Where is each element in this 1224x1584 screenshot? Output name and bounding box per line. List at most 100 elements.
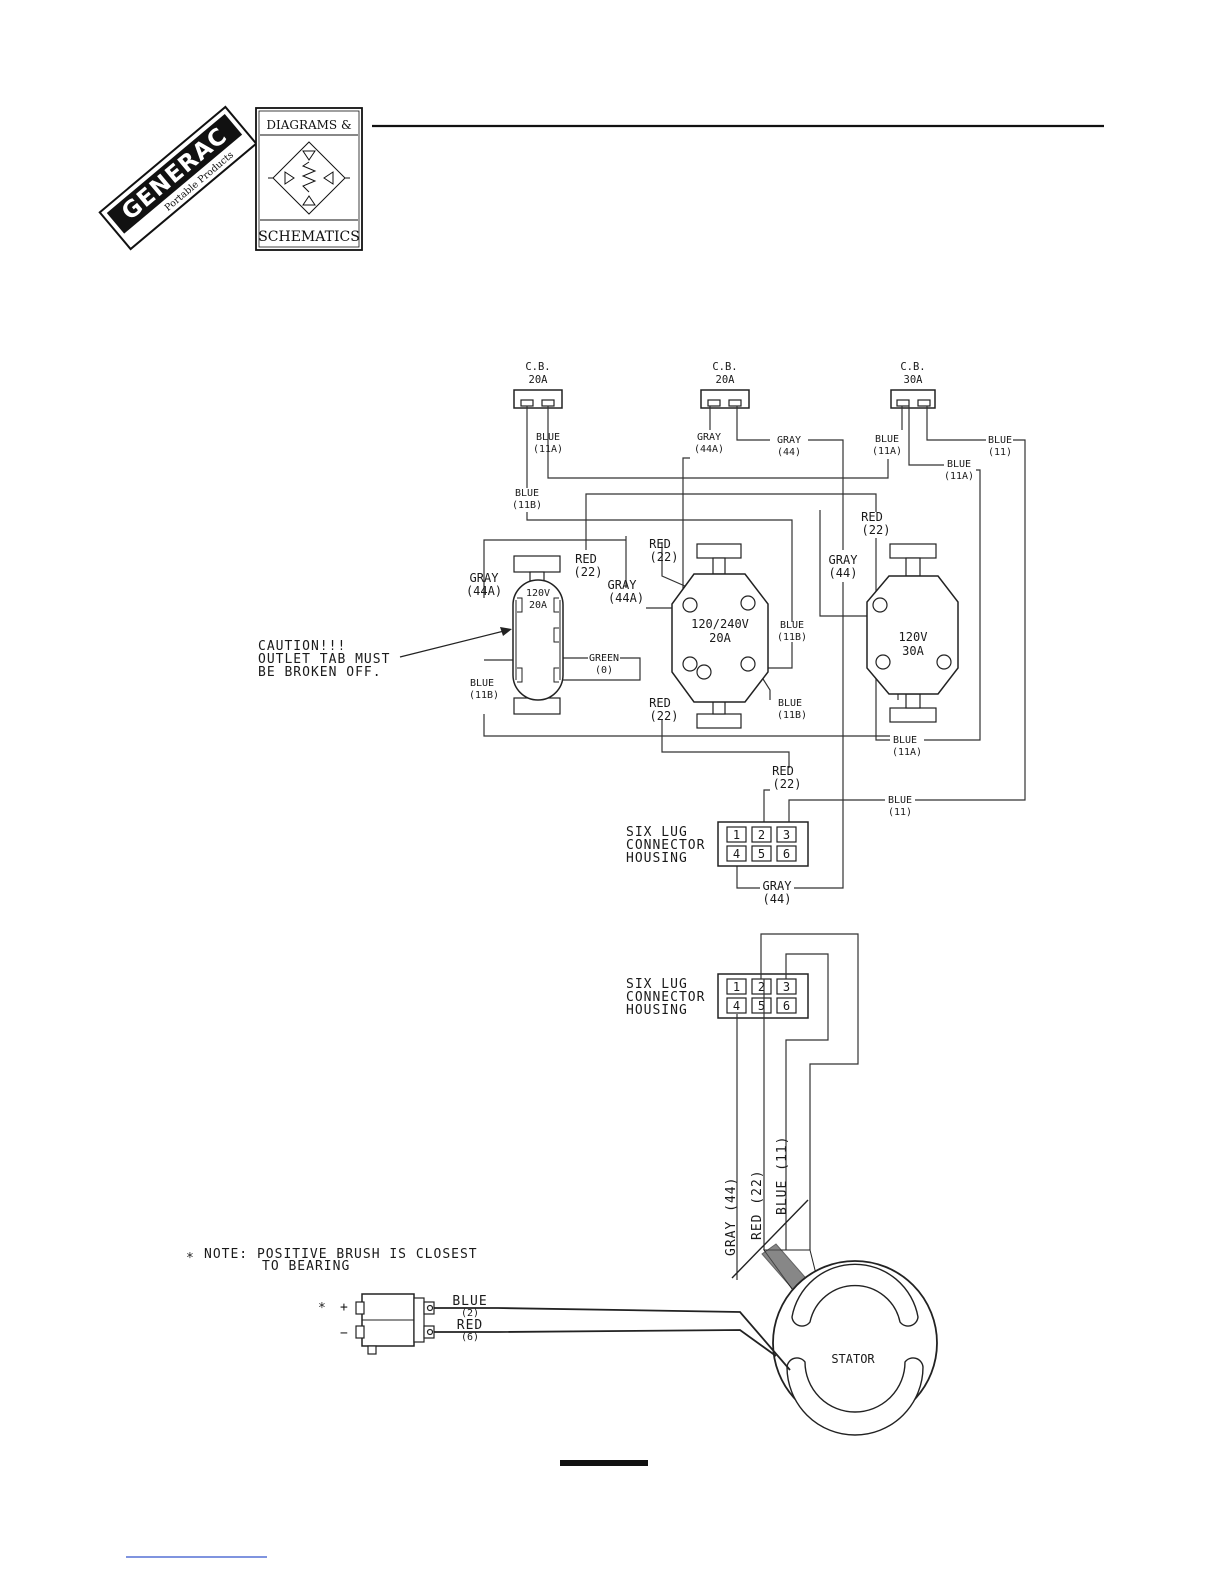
label-gray-44a-cb2-id: (44A)	[694, 444, 724, 455]
label-green-0-color: GREEN	[589, 653, 619, 664]
cb3-rating: 30A	[904, 374, 924, 386]
six-lug-connector-top: SIX LUG CONNECTOR HOUSING 1 2 3 4 5 6	[626, 821, 809, 867]
brush-plus: +	[340, 1300, 349, 1315]
twist-240-voltage: 120/240V	[691, 617, 749, 631]
bridge-rectifier-icon	[268, 141, 350, 215]
stator-label: STATOR	[831, 1352, 875, 1366]
label-blue-11a-b-color: BLUE	[947, 459, 971, 470]
conn-top-line2: CONNECTOR	[626, 838, 705, 853]
label-gray-44-cb2-id: (44)	[777, 447, 801, 458]
conn-bot-pin-4: 4	[733, 999, 740, 1013]
cb2-name: C.B.	[712, 361, 737, 373]
circuit-breaker-1: C.B. 20A	[513, 361, 563, 409]
generac-logo: GENERAC Portable Products	[98, 105, 258, 251]
page-number-bar	[560, 1460, 648, 1466]
label-red-22-conn-id: (22)	[773, 777, 802, 791]
brush-note: * NOTE: POSITIVE BRUSH IS CLOSEST TO BEA…	[186, 1247, 477, 1274]
label-blue-11b-240bot-id: (11B)	[777, 710, 807, 721]
label-red-22-conn-color: RED	[772, 764, 794, 778]
label-blue-11a-cb3-color: BLUE	[875, 434, 899, 445]
label-gray-44a-cb2-color: GRAY	[697, 432, 721, 443]
label-blue-11-conn-id: (11)	[888, 807, 912, 818]
label-blue-11-cb3-color: BLUE	[988, 435, 1012, 446]
brush-star: *	[318, 1301, 327, 1316]
twist-lock-outlet-120v-30a: 120V 30A	[866, 543, 959, 723]
label-blue-11a-cb1-id: (11A)	[533, 444, 563, 455]
label-red-22-30a-color: RED	[861, 510, 883, 524]
cb1-name: C.B.	[525, 361, 550, 373]
stator-lead-blue: BLUE (11)	[775, 1136, 790, 1215]
conn-top-pin-3: 3	[783, 828, 790, 842]
label-blue-11b-240bot-color: BLUE	[778, 698, 802, 709]
label-gray-44a-left-color: GRAY	[470, 571, 500, 585]
six-lug-connector-bottom: SIX LUG CONNECTOR HOUSING 1 2 3 4 5 6	[626, 973, 809, 1019]
conn-top-pin-2: 2	[758, 828, 765, 842]
duplex-rating: 20A	[529, 600, 547, 611]
brush-red-id: (6)	[461, 1332, 479, 1343]
label-gray-44a-left-id: (44A)	[466, 584, 502, 598]
caution-line1: CAUTION!!!	[258, 639, 346, 654]
conn-top-pin-4: 4	[733, 847, 740, 861]
label-gray-44-conn-color: GRAY	[763, 879, 793, 893]
conn-bot-line2: CONNECTOR	[626, 990, 705, 1005]
caution-line3: BE BROKEN OFF.	[258, 665, 382, 680]
label-gray-44-mid-id: (44)	[829, 566, 858, 580]
duplex-outlet-120v-20a: 120V 20A	[512, 555, 564, 715]
twist-30-rating: 30A	[902, 644, 924, 658]
brush-note-mark: *	[186, 1251, 195, 1266]
brush-minus: −	[340, 1326, 349, 1341]
badge-bottom: SCHEMATICS	[258, 229, 360, 245]
caution-line2: OUTLET TAB MUST	[258, 652, 390, 667]
label-red-22-240top-color: RED	[649, 537, 671, 551]
label-blue-11b-cb1-color: BLUE	[515, 488, 539, 499]
twist-30-voltage: 120V	[899, 630, 928, 644]
brush-holder: * + −	[318, 1293, 435, 1355]
label-red-22-duplex-id: (22)	[574, 565, 603, 579]
label-blue-11a-30bot-id: (11A)	[892, 747, 922, 758]
label-gray-44-conn-id: (44)	[763, 892, 792, 906]
label-blue-11a-cb3-id: (11A)	[872, 446, 902, 457]
label-blue-11b-240-id: (11B)	[777, 632, 807, 643]
stator-lead-red: RED (22)	[750, 1169, 765, 1240]
label-blue-11b-240-color: BLUE	[780, 620, 804, 631]
brush-note-line2: TO BEARING	[262, 1259, 350, 1274]
diagrams-schematics-badge: DIAGRAMS & SCHEMATICS	[255, 107, 363, 251]
label-blue-11b-duplex-id: (11B)	[469, 690, 499, 701]
conn-bot-line1: SIX LUG	[626, 977, 688, 992]
twist-lock-outlet-240v-20a: 120/240V 20A	[671, 543, 769, 729]
circuit-breaker-3: C.B. 30A	[890, 361, 936, 409]
badge-top: DIAGRAMS &	[266, 118, 352, 132]
conn-top-line3: HOUSING	[626, 851, 688, 866]
circuit-breaker-2: C.B. 20A	[700, 361, 750, 409]
label-blue-11b-cb1-id: (11B)	[512, 500, 542, 511]
label-blue-11b-duplex-color: BLUE	[470, 678, 494, 689]
stator: STATOR	[772, 1260, 938, 1436]
cb1-rating: 20A	[529, 374, 549, 386]
conn-bot-pin-1: 1	[733, 980, 740, 994]
label-red-22-240bot-color: RED	[649, 696, 671, 710]
conn-bot-pin-6: 6	[783, 999, 790, 1013]
label-red-22-duplex-color: RED	[575, 552, 597, 566]
conn-bot-line3: HOUSING	[626, 1003, 688, 1018]
cb2-rating: 20A	[716, 374, 736, 386]
brush-red-color: RED	[457, 1318, 483, 1333]
conn-top-pin-1: 1	[733, 828, 740, 842]
twist-240-rating: 20A	[709, 631, 731, 645]
conn-bot-pin-3: 3	[783, 980, 790, 994]
label-blue-11a-30bot-color: BLUE	[893, 735, 917, 746]
label-blue-11-cb3-id: (11)	[988, 447, 1012, 458]
caution-note: CAUTION!!! OUTLET TAB MUST BE BROKEN OFF…	[258, 627, 512, 680]
label-red-22-30a-id: (22)	[862, 523, 891, 537]
brush-blue-color: BLUE	[452, 1294, 487, 1309]
brush-blue-id: (2)	[461, 1308, 479, 1319]
duplex-voltage: 120V	[526, 588, 550, 599]
conn-top-line1: SIX LUG	[626, 825, 688, 840]
label-gray-44a-mid-color: GRAY	[608, 578, 638, 592]
conn-bot-pin-2: 2	[758, 980, 765, 994]
label-blue-11a-b-id: (11A)	[944, 471, 974, 482]
label-red-22-240bot-id: (22)	[650, 709, 679, 723]
brush-leads: BLUE (2) RED (6)	[434, 1294, 791, 1371]
stator-lead-gray: GRAY (44)	[724, 1177, 739, 1256]
label-green-0-id: (0)	[595, 665, 613, 676]
